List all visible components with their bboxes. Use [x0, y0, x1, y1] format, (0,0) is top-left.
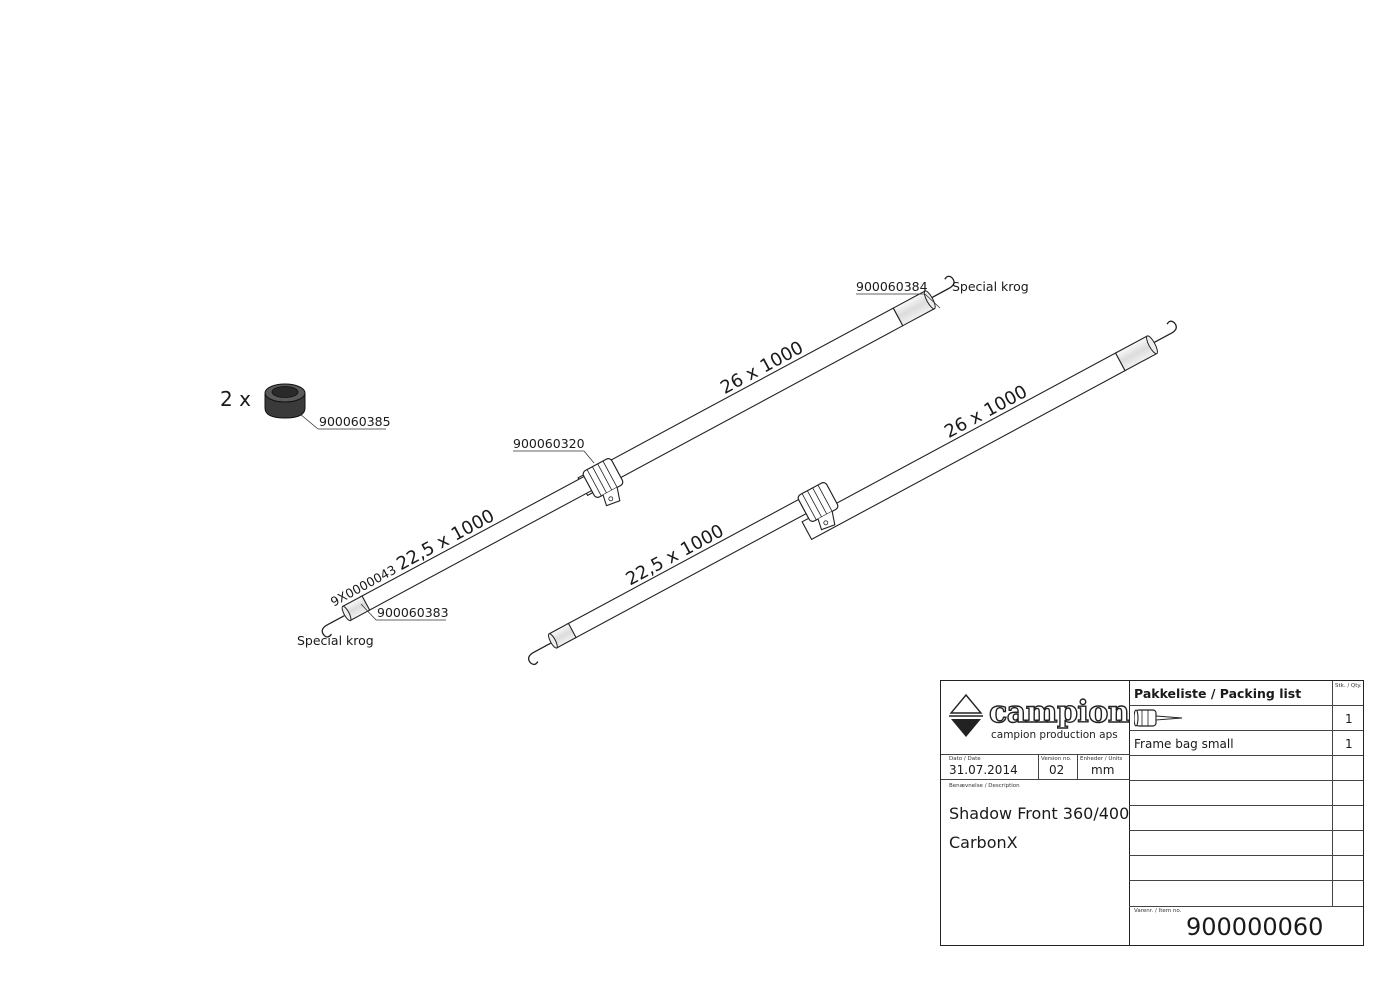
- clip-qty-prefix: 2 x: [220, 387, 251, 411]
- hook-bottom-part-label: 900060383: [377, 605, 449, 620]
- description-line-1: Shadow Front 360/400: [949, 804, 1130, 823]
- hook-top-part-label: 900060384: [856, 279, 928, 294]
- packing-list-title: Pakkeliste / Packing list: [1134, 686, 1302, 701]
- packing-row-1-qty: 1: [1345, 712, 1353, 726]
- qty-header: Stk. / Qty.: [1335, 683, 1362, 689]
- logo-wordmark: campion: [988, 694, 1130, 730]
- hook-top-caption: Special krog: [952, 279, 1029, 294]
- callouts: 900060384 Special krog 900060320 9000603…: [297, 279, 1029, 648]
- description: Shadow Front 360/400 CarbonX: [949, 799, 1129, 857]
- end-cap-part: 2 x 900060385: [220, 383, 391, 430]
- packing-row-2-label: Frame bag small: [1134, 737, 1234, 751]
- company-name: campion production aps: [991, 729, 1118, 741]
- date-value: 31.07.2014: [949, 763, 1018, 777]
- description-label: Benævnelse / Description: [949, 783, 1020, 789]
- joint-clamp-1: [582, 458, 624, 507]
- clip-part-label: 900060385: [319, 414, 391, 429]
- version-value: 02: [1049, 763, 1065, 777]
- units-label: Enheder / Units: [1080, 756, 1123, 762]
- item-no-value: 900000060: [1186, 913, 1324, 941]
- joint-clamp-2: [797, 482, 839, 531]
- description-line-2: CarbonX: [949, 833, 1018, 852]
- pole-bundle-icon: [1134, 709, 1183, 727]
- item-no-label: Varenr. / Item no.: [1134, 908, 1182, 914]
- packing-row-2-qty: 1: [1345, 737, 1353, 751]
- units-value: mm: [1091, 763, 1115, 777]
- company-logo: campion campion production aps: [949, 693, 1130, 749]
- joint-part-label: 900060320: [513, 436, 585, 451]
- logo-triangle-icon: [949, 693, 983, 737]
- date-label: Dato / Date: [949, 756, 981, 762]
- title-block: campion campion production aps Dato / Da…: [940, 680, 1364, 946]
- version-label: Version no.: [1041, 756, 1072, 762]
- hook-bottom-caption: Special krog: [297, 633, 374, 648]
